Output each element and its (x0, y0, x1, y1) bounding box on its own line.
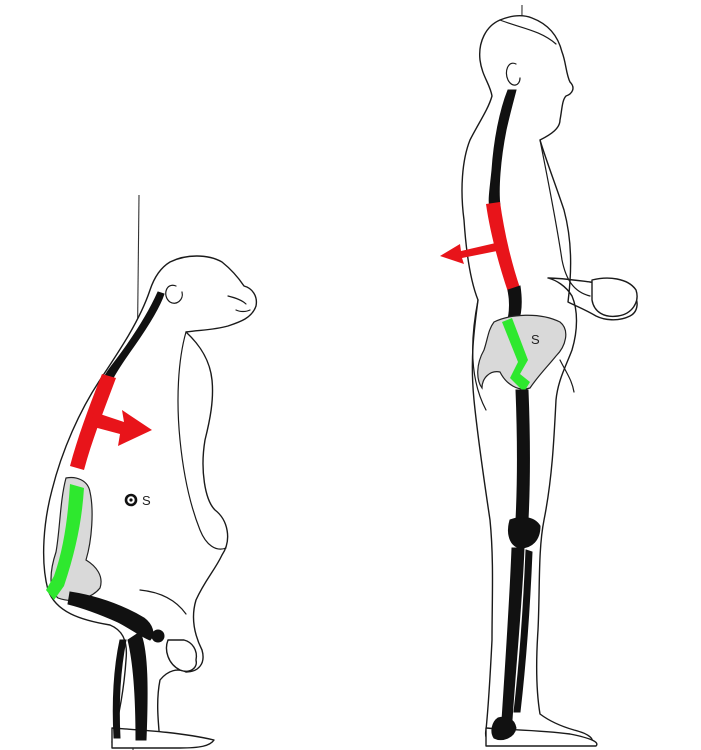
ape-center-of-mass-dot (129, 498, 132, 501)
ape-center-label: S (142, 493, 151, 508)
human-femur (516, 390, 530, 520)
human-body-outline (462, 16, 637, 744)
ape-patella (152, 630, 164, 642)
ape-foot (112, 728, 214, 748)
ape-figure: S (44, 195, 257, 750)
human-figure: S (440, 5, 637, 746)
human-fist (592, 278, 637, 316)
human-center-label: S (531, 332, 540, 347)
